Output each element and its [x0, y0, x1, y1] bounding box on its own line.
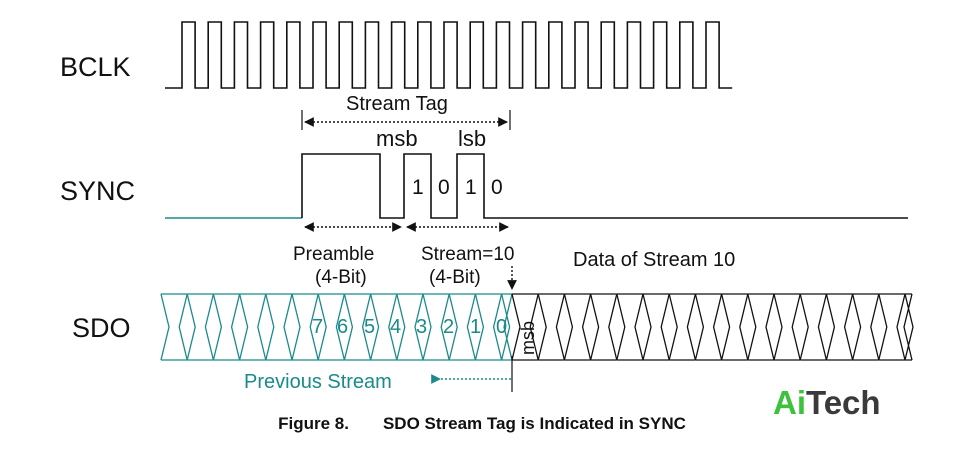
- sdo-data-cell-10: [773, 293, 801, 361]
- sdo-data-cell-6: [668, 293, 697, 361]
- sdo-bit-7: 7: [312, 316, 323, 338]
- sync-bit-3: 1: [465, 176, 477, 199]
- sdo-data-cell-14: [878, 293, 906, 361]
- sdo-label: SDO: [72, 313, 131, 343]
- stream-id-bits-label: (4-Bit): [429, 267, 481, 288]
- sdo-prev-cell-4: [265, 293, 293, 361]
- sdo-bit-4: 4: [390, 316, 401, 338]
- sdo-msb-label: msb: [518, 321, 538, 355]
- sdo-current-stream-wave: [511, 293, 914, 361]
- sdo-data-cell-9: [747, 293, 775, 361]
- sync-bit-1: 1: [412, 176, 424, 199]
- sdo-prev-cell-3: [238, 293, 267, 361]
- sdo-data-cell-12: [825, 293, 854, 361]
- msb-label: msb: [376, 126, 418, 151]
- stream-id-label: Stream=10: [421, 244, 514, 265]
- lsb-label: lsb: [458, 126, 486, 151]
- sdo-prev-cell-0: [160, 293, 188, 361]
- sdo-data-cell-2: [563, 293, 592, 361]
- sdo-bit-2: 2: [443, 316, 454, 338]
- sdo-bit-values: 7 6 5 4 3 2 1 0: [312, 316, 507, 338]
- sdo-prev-cell-12: [474, 293, 503, 361]
- figure-caption: Figure 8. SDO Stream Tag is Indicated in …: [0, 414, 964, 434]
- sync-bit-2: 0: [438, 176, 450, 199]
- stream-tag-label: Stream Tag: [346, 93, 448, 115]
- sdo-data-cell-13: [851, 293, 880, 361]
- sdo-prev-cell-7: [343, 293, 372, 361]
- previous-stream-label: Previous Stream: [244, 371, 392, 393]
- sdo-prev-cell-5: [291, 293, 319, 361]
- sdo-data-cell-4: [616, 293, 644, 361]
- preamble-bits-label: (4-Bit): [315, 267, 367, 288]
- sdo-bit-0: 0: [496, 316, 507, 338]
- sdo-prev-cell-6: [317, 293, 346, 361]
- sync-waveform: [301, 153, 908, 219]
- sdo-data-cell-5: [642, 293, 670, 361]
- figure-title: SDO Stream Tag is Indicated in SYNC: [382, 414, 686, 433]
- sdo-data-cell-7: [694, 293, 723, 361]
- sdo-prev-cell-13: [500, 293, 513, 361]
- sdo-bit-3: 3: [416, 316, 427, 338]
- logo-ai: Ai: [773, 384, 806, 421]
- sdo-prev-cell-10: [422, 293, 450, 361]
- sdo-prev-cell-11: [448, 293, 477, 361]
- sdo-prev-cell-9: [396, 293, 424, 361]
- sdo-data-cell-1: [537, 293, 566, 361]
- figure-number: Figure 8.: [278, 414, 349, 433]
- sdo-data-cell-15: [903, 293, 914, 361]
- sdo-data-cell-8: [720, 293, 749, 361]
- sdo-previous-stream-wave: [160, 293, 513, 361]
- preamble-label: Preamble: [293, 244, 374, 265]
- sdo-bit-5: 5: [364, 316, 375, 338]
- sync-label: SYNC: [60, 176, 135, 206]
- sdo-prev-cell-8: [369, 293, 398, 361]
- sdo-prev-cell-1: [186, 293, 215, 361]
- sync-bit-4: 0: [491, 176, 503, 199]
- sdo-bit-6: 6: [337, 316, 348, 338]
- sdo-data-cell-0: [511, 293, 539, 361]
- aitech-logo: AiTech: [773, 384, 881, 422]
- bclk-waveform: [165, 21, 733, 89]
- bclk-label: BCLK: [60, 52, 131, 82]
- sdo-data-cell-11: [799, 293, 828, 361]
- logo-tech: Tech: [806, 384, 881, 421]
- sdo-prev-cell-2: [212, 293, 241, 361]
- sdo-bit-1: 1: [470, 316, 481, 338]
- data-stream-label: Data of Stream 10: [573, 249, 735, 271]
- sdo-data-cell-3: [589, 293, 618, 361]
